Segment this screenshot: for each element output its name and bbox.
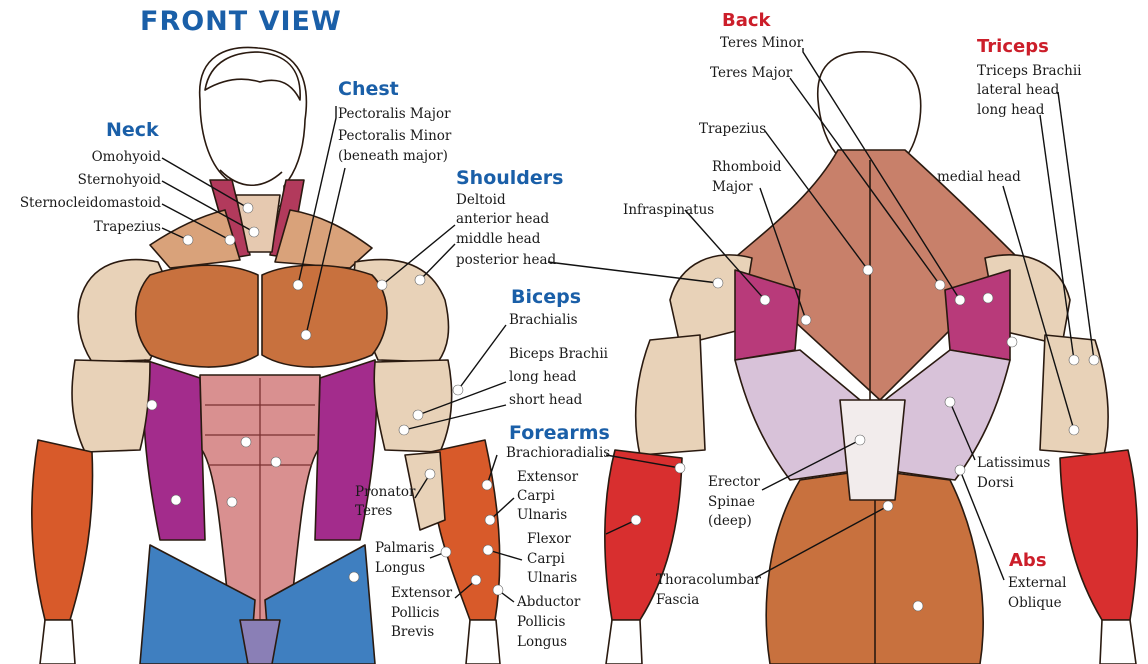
label-extensor-pollicis-3: Brevis: [391, 624, 435, 640]
back-triceps-right: [1039, 334, 1109, 456]
label-deltoid: Deltoid: [456, 192, 506, 208]
label-teres: Teres: [355, 503, 393, 519]
front-oblique-left: [142, 359, 206, 541]
triceps-header: Triceps: [977, 36, 1049, 57]
back-thoracolumbar: [839, 399, 906, 501]
front-forearm-left: [31, 439, 94, 621]
label-extensor-carpi-2: Carpi: [517, 488, 555, 504]
label-short-head: short head: [509, 392, 583, 408]
label-trapezius-back: Trapezius: [699, 121, 767, 137]
front-hair: [204, 51, 301, 101]
forearms-header: Forearms: [509, 422, 610, 444]
label-rhomboid-major: Major: [712, 179, 753, 195]
label-extensor-pollicis-1: Extensor: [391, 585, 453, 601]
chest-header: Chest: [338, 78, 399, 100]
front-pectoralis-right: [261, 264, 388, 368]
front-biceps-left: [71, 359, 151, 453]
label-beneath-major: (beneath major): [338, 148, 448, 164]
label-abductor-pollicis-3: Longus: [517, 634, 568, 650]
label-flexor-carpi-2: Carpi: [527, 551, 565, 567]
label-thoracolumbar: Thoracolumbar: [656, 572, 761, 588]
label-teres-minor: Teres Minor: [720, 35, 804, 51]
label-dorsi: Dorsi: [977, 475, 1014, 491]
front-trapezius: [149, 209, 241, 269]
label-abductor-pollicis-1: Abductor: [517, 594, 581, 610]
label-lateral-head: lateral head: [977, 82, 1060, 98]
label-brachioradialis: Brachioradialis: [506, 445, 611, 461]
back-forearm-right: [1059, 449, 1139, 621]
label-posterior-head: posterior head: [456, 252, 557, 268]
front-pronator: [404, 451, 446, 531]
biceps-header: Biceps: [511, 286, 582, 308]
label-triceps-brachii: Triceps Brachii: [977, 63, 1082, 79]
label-flexor-carpi-3: Ulnaris: [527, 570, 578, 586]
label-deep: (deep): [708, 513, 752, 529]
shoulders-header: Shoulders: [456, 167, 564, 189]
back-latissimus-right: [884, 349, 1011, 481]
label-erector: Erector: [708, 474, 760, 490]
label-palmaris: Palmaris: [375, 540, 435, 556]
neck-header: Neck: [106, 119, 159, 141]
label-sternohyoid: Sternohyoid: [77, 172, 161, 188]
label-infraspinatus: Infraspinatus: [623, 202, 715, 218]
label-oblique: Oblique: [1008, 595, 1062, 611]
label-fascia: Fascia: [656, 592, 700, 608]
label-external: External: [1008, 575, 1067, 591]
label-latissimus: Latissimus: [977, 455, 1051, 471]
front-pectoralis-left: [134, 264, 259, 368]
label-pectoralis-minor: Pectoralis Minor: [338, 128, 452, 144]
page-title: FRONT VIEW: [140, 6, 342, 37]
back-triceps-left: [634, 334, 706, 456]
back-head: [817, 51, 922, 159]
front-trapezius-right: [274, 209, 373, 269]
label-extensor-carpi-3: Ulnaris: [517, 507, 568, 523]
label-long-head-triceps: long head: [977, 102, 1045, 118]
back-header: Back: [722, 10, 771, 31]
label-flexor-carpi-1: Flexor: [527, 531, 571, 547]
abs-header: Abs: [1009, 550, 1047, 571]
label-trapezius-front: Trapezius: [93, 219, 161, 235]
label-spinae: Spinae: [708, 494, 755, 510]
front-thigh-left: [139, 544, 256, 664]
label-extensor-pollicis-2: Pollicis: [391, 605, 440, 621]
label-longus: Longus: [375, 560, 426, 576]
label-middle-head: middle head: [456, 231, 541, 247]
label-omohyoid: Omohyoid: [91, 149, 161, 165]
label-brachialis: Brachialis: [509, 312, 578, 328]
label-extensor-carpi-1: Extensor: [517, 469, 579, 485]
label-teres-major: Teres Major: [710, 65, 793, 81]
label-biceps-brachii: Biceps Brachii: [509, 346, 608, 362]
label-medial-head: medial head: [937, 169, 1021, 185]
label-rhomboid: Rhomboid: [712, 159, 782, 175]
label-pronator: Pronator: [355, 484, 416, 500]
label-abductor-pollicis-2: Pollicis: [517, 614, 566, 630]
front-head: [198, 46, 308, 207]
label-long-head: long head: [509, 369, 577, 385]
label-pectoralis-major: Pectoralis Major: [338, 106, 451, 122]
label-anterior-head: anterior head: [456, 211, 550, 227]
label-sternocleidomastoid: Sternocleidomastoid: [19, 195, 161, 211]
